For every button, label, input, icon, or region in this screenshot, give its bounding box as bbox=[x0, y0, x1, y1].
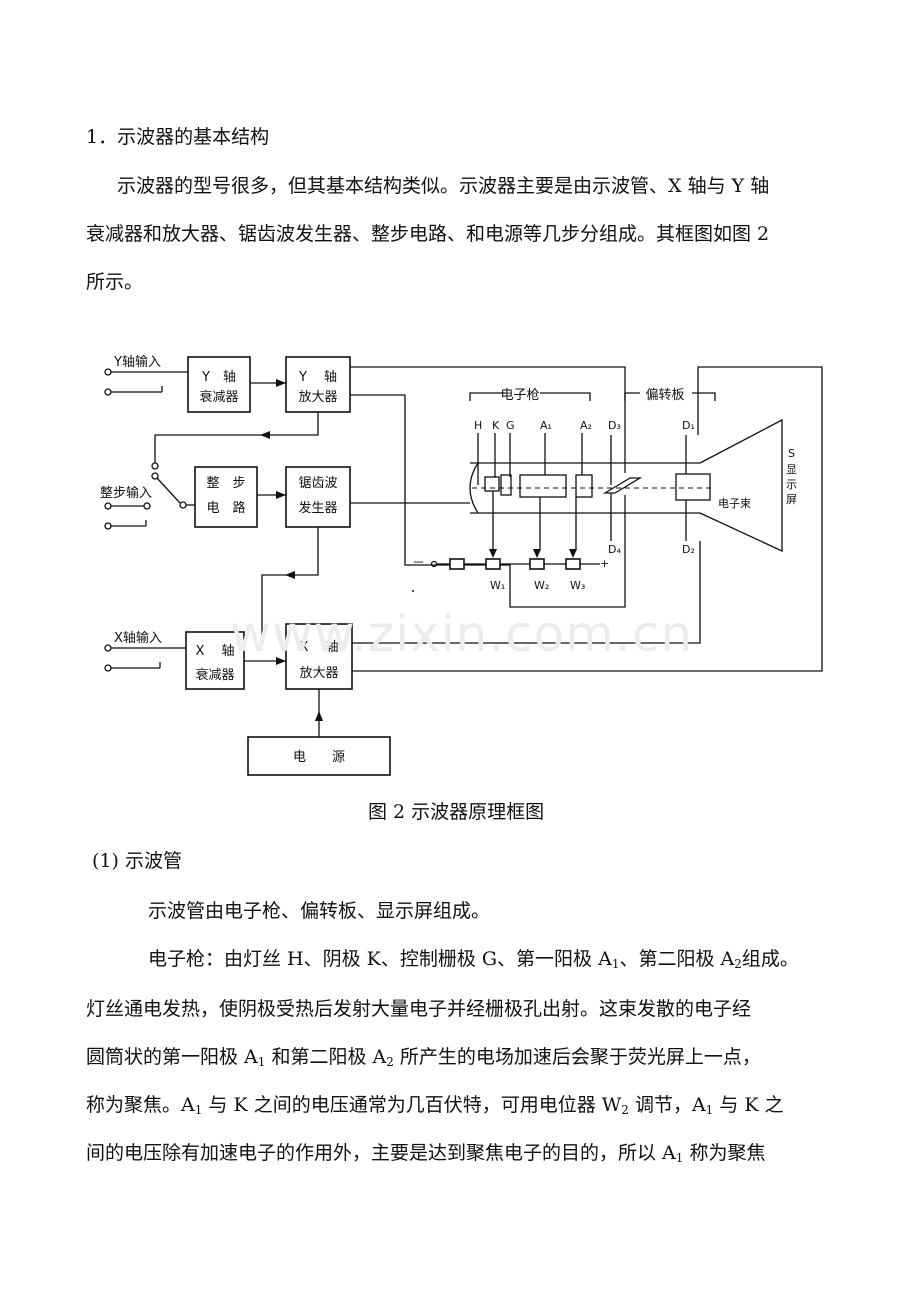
intro-line-3: 所示。 bbox=[86, 271, 144, 293]
y-amplifier-label-2: 放大器 bbox=[298, 390, 337, 405]
screen-label-3: 屏 bbox=[786, 493, 797, 506]
screen-label-2: 示 bbox=[786, 478, 797, 491]
sawtooth-generator-box bbox=[285, 466, 351, 528]
intro-line-1: 示波器的型号很多，但其基本结构类似。示波器主要是由示波管、X 轴与 Y 轴 bbox=[117, 175, 770, 197]
y-attenuator-label-1: Y 轴 bbox=[201, 370, 236, 385]
minus-sign: － bbox=[412, 556, 425, 571]
body-line-6: 间的电压除有加速电子的作用外，主要是达到聚焦电子的目的，所以 A1 称为聚焦 bbox=[86, 1142, 766, 1165]
pin-d3: D₃ bbox=[608, 419, 621, 432]
deflection-plate-label: 偏转板 bbox=[645, 388, 684, 403]
pin-a2: A₂ bbox=[580, 419, 592, 432]
deflection-plate-x bbox=[675, 473, 711, 501]
x-input-label: X轴输入 bbox=[114, 630, 162, 646]
oscilloscope-block-diagram: Y轴输入 Y 轴 衰减器 Y 轴 放大器 整步输入 整 步 电 路 锯齿波 发生… bbox=[100, 345, 830, 785]
intro-line-2: 衰减器和放大器、锯齿波发生器、整步电路、和电源等几步分组成。其框图如图 2 bbox=[86, 223, 770, 245]
y-amplifier-label-1: Y 轴 bbox=[298, 370, 337, 385]
electron-gun-label: 电子枪 bbox=[500, 387, 539, 403]
potentiometer-w1: W₁ bbox=[490, 579, 505, 592]
pin-k: K bbox=[492, 419, 500, 432]
body-line-4: 圆筒状的第一阳极 A1 和第二阳极 A2 所产生的电场加速后会聚于荧光屏上一点， bbox=[86, 1046, 761, 1069]
screen-label-1: 显 bbox=[786, 463, 797, 476]
sawtooth-generator-label-1: 锯齿波 bbox=[298, 476, 337, 491]
y-attenuator-box bbox=[187, 356, 251, 413]
body-line-3: 灯丝通电发热，使阴极受热后发射大量电子并经栅极孔出射。这束发散的电子经 bbox=[86, 998, 752, 1020]
sawtooth-generator-label-2: 发生器 bbox=[298, 500, 337, 516]
pin-d2: D₂ bbox=[682, 543, 695, 556]
electron-beam-label: 电子束 bbox=[718, 497, 751, 510]
deflection-plate-y bbox=[602, 477, 643, 494]
potentiometer-w3: W₃ bbox=[570, 579, 585, 592]
x-attenuator-label-1: X 轴 bbox=[195, 644, 234, 659]
body-paragraph-1: 示波管由电子枪、偏转板、显示屏组成。 bbox=[148, 900, 491, 922]
x-amplifier-label-1: X 轴 bbox=[299, 640, 338, 655]
pin-g: G bbox=[506, 419, 515, 432]
x-amplifier-label-2: 放大器 bbox=[299, 666, 338, 681]
watermark: www.zixin.com.cn bbox=[230, 605, 694, 663]
sync-input-label: 整步输入 bbox=[100, 485, 152, 501]
screen-s: S bbox=[788, 447, 795, 460]
y-attenuator-label-2: 衰减器 bbox=[199, 389, 238, 405]
sync-circuit-label-1: 整 步 bbox=[206, 476, 245, 491]
x-attenuator-label-2: 衰减器 bbox=[195, 667, 234, 683]
pin-d4: D₄ bbox=[608, 543, 621, 556]
sync-circuit-label-2: 电 路 bbox=[206, 500, 245, 516]
y-input-terminal bbox=[104, 368, 112, 376]
pin-h: H bbox=[474, 419, 482, 432]
potentiometer-w2: W₂ bbox=[534, 579, 549, 592]
plus-sign: + bbox=[600, 557, 609, 570]
section-heading: 1．示波器的基本结构 bbox=[86, 126, 270, 148]
body-line-2: 电子枪：由灯丝 H、阴极 K、控制栅极 G、第一阳极 A1、第二阳极 A2组成。 bbox=[148, 948, 799, 971]
y-input-ground-terminal bbox=[104, 388, 112, 396]
sync-circuit-box bbox=[194, 466, 258, 528]
power-supply-label: 电 源 bbox=[293, 750, 345, 765]
y-input-label: Y轴输入 bbox=[113, 354, 161, 370]
pin-d1: D₁ bbox=[682, 419, 695, 432]
figure-caption: 图 2 示波器原理框图 bbox=[368, 801, 545, 823]
subsection-heading: (1) 示波管 bbox=[92, 850, 182, 872]
pin-a1: A₁ bbox=[540, 419, 552, 432]
body-line-5: 称为聚焦。A1 与 K 之间的电压通常为几百伏特，可用电位器 W2 调节，A1 … bbox=[86, 1094, 784, 1117]
x-amplifier-box bbox=[285, 623, 353, 690]
